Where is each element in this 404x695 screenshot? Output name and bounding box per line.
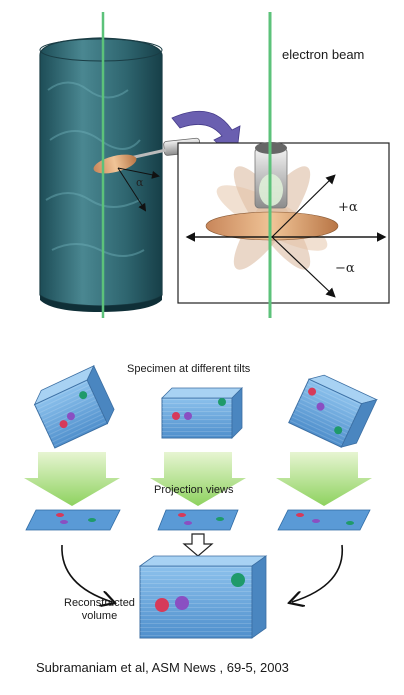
microscope-column	[39, 37, 163, 312]
specimen-tilts-label: Specimen at different tilts	[127, 363, 251, 375]
tilt-arrow-minus	[271, 236, 336, 298]
tilt-arrow-small	[117, 167, 147, 212]
curved-arrow-left-icon	[61, 544, 112, 602]
projection-arrow-right	[276, 452, 372, 506]
reconstructed-line-1: Reconstructed	[64, 597, 135, 609]
projection-plane-right	[277, 509, 371, 531]
citation: Subramaniam et al, ASM News , 69-5, 2003	[36, 660, 289, 675]
electron-beam-label: electron beam	[282, 47, 365, 62]
tilted-specimens	[205, 142, 339, 270]
down-arrow-icon	[182, 533, 214, 557]
specimen-disc	[93, 154, 137, 174]
projection-plane-left	[25, 509, 121, 531]
tilt-arrow-plus	[271, 174, 336, 238]
specimen-block-left	[33, 364, 115, 449]
projection-arrow-center	[150, 452, 246, 506]
alpha-label: α	[136, 176, 144, 189]
specimen-block-right	[288, 374, 378, 448]
projection-views-label: Projection views	[154, 484, 234, 496]
plus-alpha-label: +α	[338, 200, 358, 215]
reconstructed-line-2: volume	[81, 610, 118, 622]
projection-plane-center	[157, 509, 239, 531]
curved-arrow-right-icon	[292, 544, 344, 602]
specimen-disc-flat	[205, 211, 339, 241]
reconstructed-volume-label: Reconstructed volume	[64, 597, 135, 623]
reconstructed-volume	[138, 555, 268, 639]
minus-alpha-label: −α	[335, 261, 355, 276]
specimen-block-center	[161, 387, 243, 439]
projection-arrow-left	[24, 452, 120, 506]
